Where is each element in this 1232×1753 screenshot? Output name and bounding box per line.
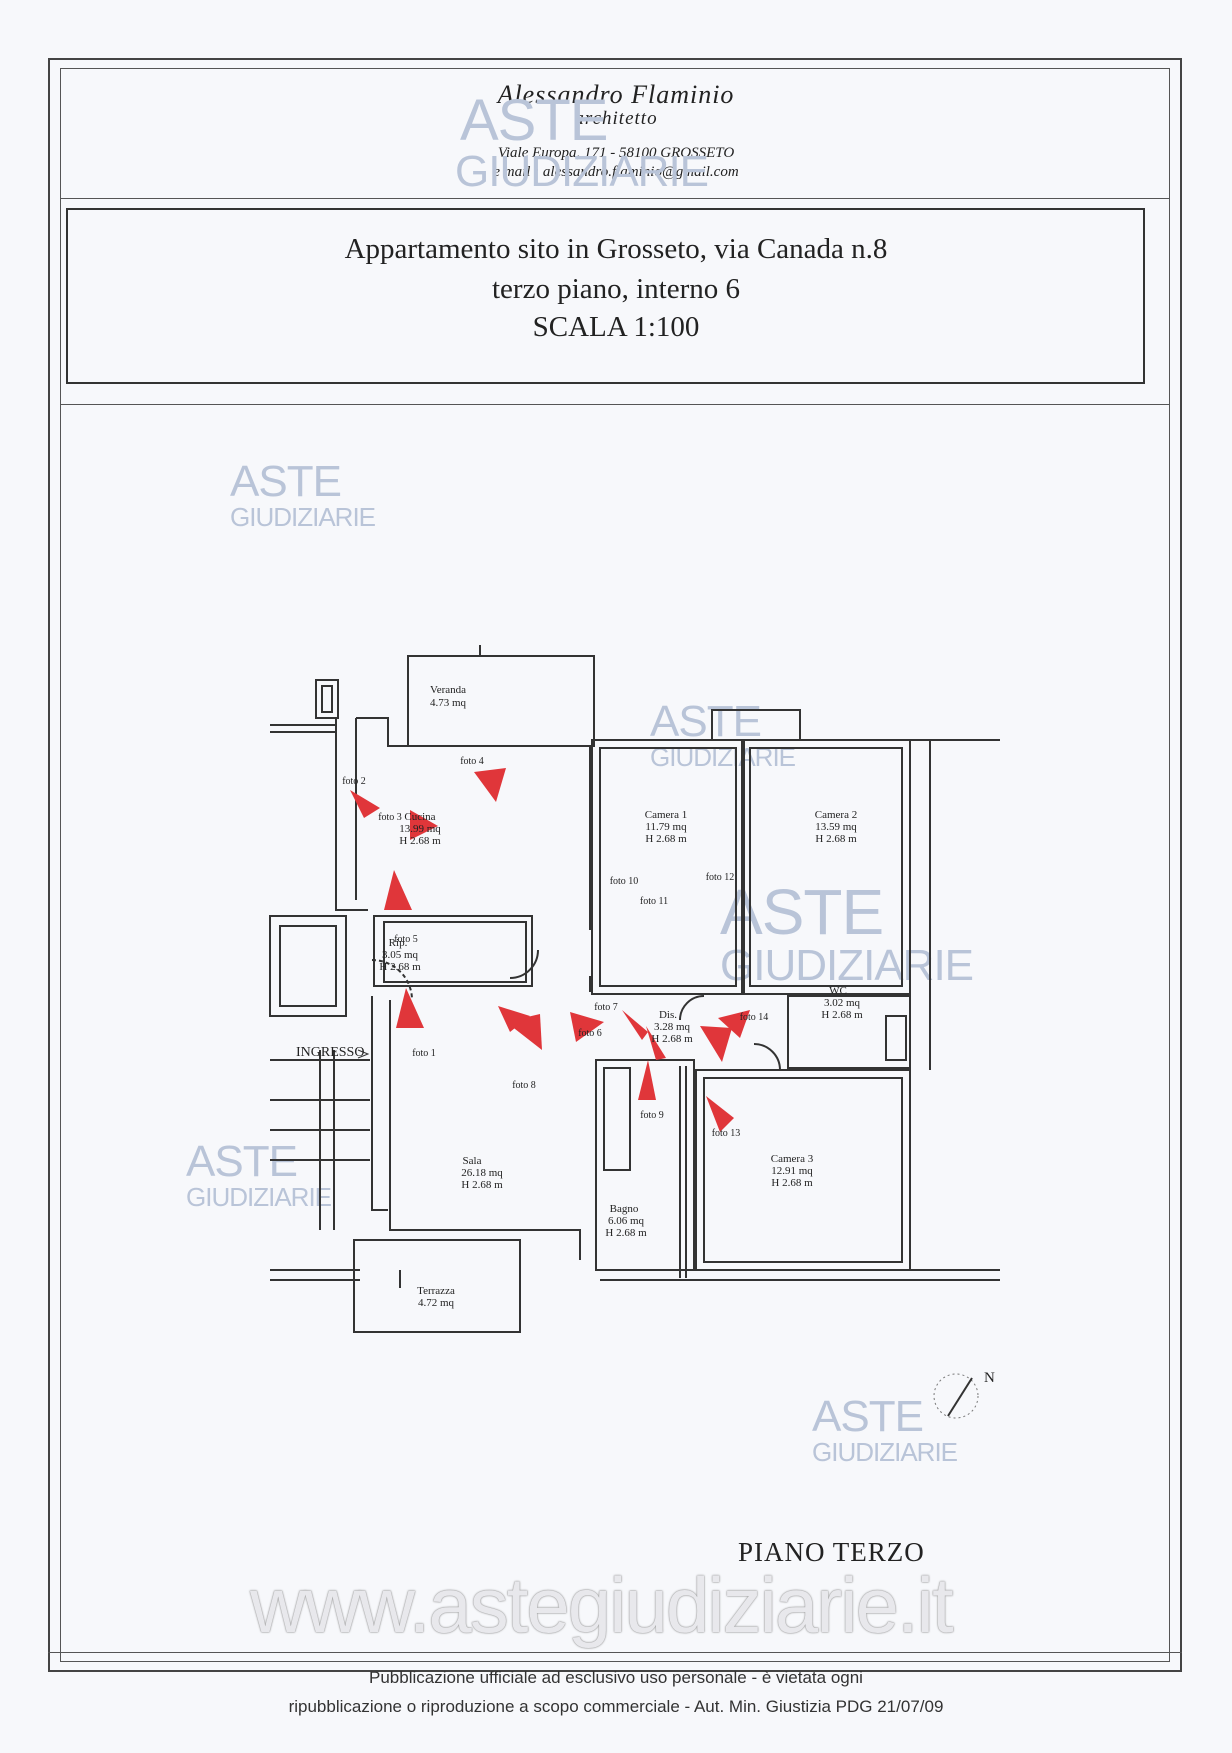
- room-label-sala: Sala: [463, 1155, 482, 1167]
- architect-address: Viale Europa, 171 - 58100 GROSSETO: [497, 145, 735, 161]
- north-label: N: [984, 1370, 995, 1386]
- title-line-1: Appartamento sito in Grosseto, via Canad…: [344, 233, 888, 265]
- photo-label: foto 11: [640, 896, 668, 907]
- room-label-wc: WC: [829, 985, 847, 997]
- room-area-wc: 3.02 mq: [824, 997, 861, 1009]
- footer-line-2: ripubblicazione o riproduzione a scopo c…: [288, 1697, 944, 1716]
- room-label-camera1: Camera 1: [645, 809, 687, 821]
- room-height-bagno: H 2.68 m: [605, 1227, 647, 1239]
- wall: [407, 655, 595, 747]
- room-area-bagno: 6.06 mq: [608, 1215, 645, 1227]
- title-scale: SCALA 1:100: [532, 311, 700, 343]
- photo-label: foto 4: [460, 756, 484, 767]
- room-height-camera1: H 2.68 m: [645, 833, 687, 845]
- entrance-label: INGRESSO: [296, 1045, 364, 1060]
- photo-label: foto 1: [412, 1048, 436, 1059]
- room-height-camera3: H 2.68 m: [771, 1177, 813, 1189]
- footer-line-1: Pubblicazione ufficiale ad esclusivo uso…: [369, 1668, 863, 1687]
- room-label-terrazza: Terrazza: [417, 1285, 455, 1297]
- architect-name: Alessandro Flaminio: [497, 80, 735, 109]
- compass-icon: [933, 1373, 979, 1419]
- photo-label: foto 13: [712, 1128, 741, 1139]
- photo-label: foto 6: [578, 1028, 602, 1039]
- photo-label: foto 12: [706, 872, 735, 883]
- room-area-camera1: 11.79 mq: [645, 821, 687, 833]
- photo-label: foto 9: [640, 1110, 664, 1121]
- title-box: [66, 208, 1145, 384]
- room-label-bagno: Bagno: [610, 1203, 639, 1215]
- photo-label: foto 8: [512, 1080, 536, 1091]
- photo-label: foto 14: [740, 1012, 769, 1023]
- room-height-wc: H 2.68 m: [821, 1009, 863, 1021]
- watermark-site: www.astegiudiziarie.it: [250, 1561, 954, 1649]
- photo-label: foto 10: [610, 876, 639, 887]
- room-height-rip: H 2.68 m: [379, 961, 421, 973]
- photo-label: foto 3: [378, 812, 402, 823]
- room-height-cucina: H 2.68 m: [399, 835, 441, 847]
- room-area-camera3: 12.91 mq: [771, 1165, 813, 1177]
- photo-label: foto 7: [594, 1002, 618, 1013]
- header-divider: [60, 198, 1170, 199]
- photo-label: foto 2: [342, 776, 366, 787]
- watermark-logo: ASTE GIUDIZIARIE: [812, 1392, 958, 1467]
- floor-label: PIANO TERZO: [738, 1537, 925, 1567]
- room-label-cucina: Cucina: [404, 811, 435, 823]
- wall: [315, 679, 339, 719]
- watermark-logo: ASTE GIUDIZIARIE: [230, 457, 376, 532]
- room-height-sala: H 2.68 m: [461, 1179, 503, 1191]
- architect-role: architetto: [574, 108, 658, 129]
- room-height-dis: H 2.68 m: [651, 1033, 693, 1045]
- bottom-divider: [48, 1652, 1182, 1653]
- room-area-dis: 3.28 mq: [654, 1021, 691, 1033]
- room-area-camera2: 13.59 mq: [815, 821, 857, 833]
- floor-plan: Veranda 4.73 mq Cucina 13.99 mq H 2.68 m…: [269, 645, 1000, 1419]
- room-area-terrazza: 4.72 mq: [418, 1297, 455, 1309]
- room-area-cucina: 13.99 mq: [399, 823, 441, 835]
- title-divider: [60, 404, 1170, 405]
- photo-label: foto 5: [394, 934, 418, 945]
- room-label-veranda: Veranda: [430, 684, 466, 696]
- room-label-dis: Dis.: [659, 1009, 677, 1021]
- room-label-camera3: Camera 3: [771, 1153, 814, 1165]
- architect-email: e mail : alessandro.flaminio@gmail.com: [493, 164, 739, 180]
- room-label-camera2: Camera 2: [815, 809, 857, 821]
- inner-frame: [60, 68, 1170, 1662]
- watermark-logo: ASTE GIUDIZIARIE: [455, 88, 709, 196]
- room-area-veranda: 4.73 mq: [430, 697, 467, 709]
- room-height-camera2: H 2.68 m: [815, 833, 857, 845]
- room-area-rip: 3.05 mq: [382, 949, 419, 961]
- watermark-logo: ASTE GIUDIZIARIE: [186, 1137, 332, 1212]
- outer-frame: [48, 58, 1182, 1672]
- room-label-rip: Rip.: [389, 937, 408, 949]
- photo-markers: [350, 768, 750, 1132]
- title-line-2: terzo piano, interno 6: [491, 273, 741, 305]
- watermark-logo: ASTE GIUDIZIARIE: [720, 876, 974, 990]
- room-area-sala: 26.18 mq: [461, 1167, 503, 1179]
